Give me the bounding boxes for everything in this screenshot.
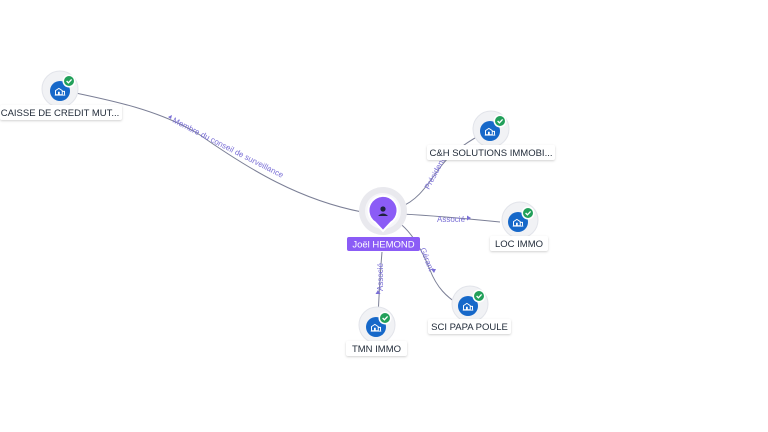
company-name-tmn: TMN IMMO	[352, 344, 401, 355]
relation-label-loc: Associé	[437, 215, 466, 224]
verified-check-icon	[521, 206, 535, 220]
relation-edge-sci: Gérant	[397, 221, 459, 305]
person-node[interactable]: Joël HEMOND	[347, 187, 420, 251]
relation-label-caisse: Membre du conseil de surveillance	[171, 116, 285, 180]
company-name-caisse: CAISSE DE CREDIT MUT...	[1, 108, 120, 119]
verified-check-icon	[378, 311, 392, 325]
company-node-caisse[interactable]: CAISSE DE CREDIT MUT...	[0, 70, 122, 120]
company-node-ch[interactable]: C&H SOLUTIONS IMMOBI...	[427, 110, 555, 160]
company-node-tmn[interactable]: TMN IMMO	[346, 306, 407, 356]
company-node-loc[interactable]: LOC IMMO	[490, 201, 548, 251]
person-icon	[378, 206, 388, 216]
company-name-loc: LOC IMMO	[495, 239, 543, 250]
relation-edge-loc: Associé	[401, 213, 501, 224]
verified-check-icon	[62, 74, 76, 88]
person-label-badge	[347, 237, 420, 251]
relation-label-tmn: Associé	[376, 262, 385, 291]
verified-check-icon	[493, 114, 507, 128]
verified-check-icon	[472, 289, 486, 303]
relation-label-ch: Président	[423, 156, 447, 191]
relation-label-sci: Gérant	[418, 246, 436, 273]
company-name-sci: SCI PAPA POULE	[431, 322, 508, 333]
relation-edge-ch: Président	[399, 131, 487, 208]
company-node-sci[interactable]: SCI PAPA POULE	[428, 285, 511, 334]
location-pin-icon	[367, 194, 399, 233]
person-name: Joël HEMOND	[352, 240, 414, 251]
company-name-ch: C&H SOLUTIONS IMMOBI...	[430, 148, 553, 159]
